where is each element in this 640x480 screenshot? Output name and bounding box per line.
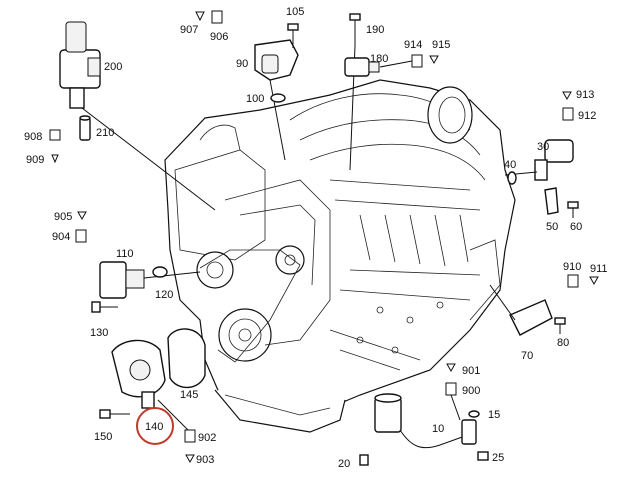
callout-110: 110 bbox=[116, 248, 134, 260]
callout-914: 914 bbox=[404, 39, 422, 51]
callout-50: 50 bbox=[546, 221, 558, 233]
connector-914 bbox=[379, 54, 439, 68]
callout-120: 120 bbox=[155, 289, 173, 301]
callout-70: 70 bbox=[521, 350, 533, 362]
callout-140: 140 bbox=[145, 421, 163, 433]
callout-907: 907 bbox=[180, 24, 198, 36]
gasket-part-145 bbox=[167, 328, 206, 389]
callout-labels: 200 210 908 909 907 906 105 190 90 100 1… bbox=[24, 6, 608, 470]
oring-part-40 bbox=[507, 171, 517, 185]
callout-80: 80 bbox=[557, 337, 569, 349]
sensor-part-90 bbox=[254, 39, 299, 161]
callout-913: 913 bbox=[576, 89, 594, 101]
callout-901: 901 bbox=[462, 365, 480, 377]
connector-908 bbox=[49, 129, 61, 164]
callout-10: 10 bbox=[432, 423, 444, 435]
oring-part-120 bbox=[152, 266, 168, 278]
oring-part-100 bbox=[270, 93, 286, 103]
callout-905: 905 bbox=[54, 211, 72, 223]
callout-40: 40 bbox=[504, 159, 516, 171]
callout-60: 60 bbox=[570, 221, 582, 233]
bolt-part-150 bbox=[99, 409, 130, 419]
connector-904 bbox=[75, 211, 87, 243]
callout-915: 915 bbox=[432, 39, 450, 51]
sensor-part-110 bbox=[99, 261, 201, 299]
valve-part-200 bbox=[59, 21, 216, 211]
callout-20: 20 bbox=[338, 458, 350, 470]
callout-908: 908 bbox=[24, 131, 42, 143]
callout-180: 180 bbox=[370, 53, 388, 65]
oring-part-15 bbox=[468, 410, 480, 418]
callout-909: 909 bbox=[26, 154, 44, 166]
callout-906: 906 bbox=[210, 31, 228, 43]
callout-15: 15 bbox=[488, 409, 500, 421]
callout-30: 30 bbox=[537, 141, 549, 153]
callout-903: 903 bbox=[196, 454, 214, 466]
callout-105: 105 bbox=[286, 6, 304, 18]
engine-assembly bbox=[164, 79, 516, 433]
sensor-part-70 bbox=[489, 284, 553, 336]
connector-900 bbox=[445, 363, 461, 421]
sensor-part-30 bbox=[504, 139, 574, 181]
bolt-part-60 bbox=[567, 201, 579, 218]
callout-911: 911 bbox=[590, 263, 608, 275]
callout-900: 900 bbox=[462, 385, 480, 397]
callout-910: 910 bbox=[563, 261, 581, 273]
bolt-part-105 bbox=[287, 23, 299, 48]
sensor-part-bottom bbox=[461, 419, 477, 445]
bracket-part-50 bbox=[544, 187, 559, 215]
callout-902: 902 bbox=[198, 432, 216, 444]
connector-910 bbox=[567, 274, 599, 288]
connector-902 bbox=[157, 399, 196, 464]
callout-90: 90 bbox=[236, 58, 248, 70]
callout-210: 210 bbox=[96, 127, 114, 139]
callout-190: 190 bbox=[366, 24, 384, 36]
cover-part-140 bbox=[111, 339, 166, 409]
bolt-part-20 bbox=[359, 454, 369, 466]
connector-906 bbox=[195, 10, 223, 24]
bolt-part-80 bbox=[554, 317, 566, 334]
bolt-part-25 bbox=[477, 451, 489, 461]
callout-200: 200 bbox=[104, 61, 122, 73]
callout-912: 912 bbox=[578, 110, 596, 122]
callout-150: 150 bbox=[94, 431, 112, 443]
sensor-part-10 bbox=[374, 393, 466, 449]
callout-904: 904 bbox=[52, 231, 70, 243]
sleeve-part-210 bbox=[79, 115, 91, 141]
highlight-circle bbox=[136, 407, 174, 445]
callout-130: 130 bbox=[90, 327, 108, 339]
callout-100: 100 bbox=[246, 93, 264, 105]
connector-912 bbox=[562, 91, 574, 121]
sensor-part-180 bbox=[344, 57, 380, 77]
callout-25: 25 bbox=[492, 452, 504, 464]
bolt-part-130 bbox=[91, 301, 118, 313]
callout-145: 145 bbox=[180, 389, 198, 401]
